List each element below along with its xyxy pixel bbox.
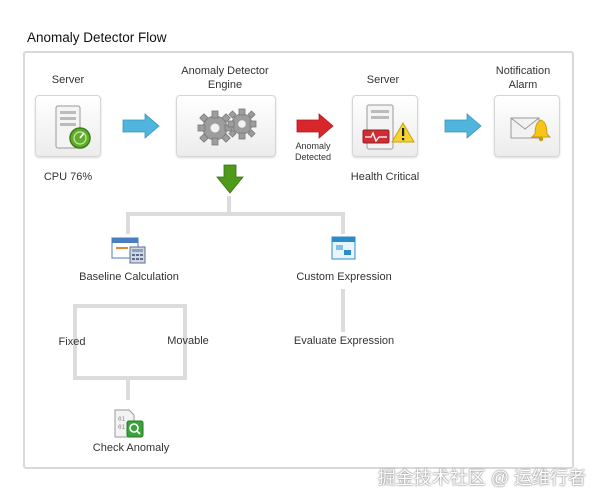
diagram-title: Anomaly Detector Flow <box>27 30 167 45</box>
baseline-label: Baseline Calculation <box>79 271 179 283</box>
engine-label-line2: Engine <box>207 79 243 91</box>
envelope-bell-icon <box>510 117 552 142</box>
arrow-label-line1: Anomaly <box>295 141 331 151</box>
svg-text:01: 01 <box>118 416 126 423</box>
engine-tile[interactable] <box>176 95 276 157</box>
server1-tile[interactable] <box>35 95 101 157</box>
calculator-icon <box>111 237 146 264</box>
flow-arrow-icon <box>444 113 482 139</box>
document-search-icon: 01 01 <box>114 409 144 438</box>
server2-label: Server <box>366 74 400 86</box>
svg-text:01: 01 <box>118 424 126 431</box>
engine-label-line1: Anomaly Detector <box>181 65 269 77</box>
notification-label-line1: Notification <box>495 65 551 77</box>
server-gauge-icon <box>55 105 91 149</box>
arrow-label-line2: Detected <box>294 152 332 162</box>
server1-label: Server <box>51 74 85 86</box>
diagram-frame <box>23 51 574 469</box>
server1-status: CPU 76% <box>43 171 93 183</box>
notification-tile[interactable] <box>494 95 560 157</box>
notification-label-line2: Alarm <box>508 79 538 91</box>
server-alert-icon <box>362 104 415 150</box>
down-arrow-icon <box>216 164 244 194</box>
fixed-label: Fixed <box>58 336 86 348</box>
check-anomaly-label: Check Anomaly <box>92 442 170 454</box>
window-icon <box>331 236 356 260</box>
flow-arrow-icon <box>122 113 160 139</box>
alert-arrow-icon <box>296 113 334 139</box>
movable-label: Movable <box>167 335 209 347</box>
server2-status: Health Critical <box>350 171 420 183</box>
evaluate-label: Evaluate Expression <box>293 335 395 347</box>
server2-tile[interactable] <box>352 95 418 157</box>
custom-label: Custom Expression <box>296 271 392 283</box>
watermark: 掘金技术社区 @ 运维行者 <box>377 468 586 488</box>
gears-icon <box>197 108 257 146</box>
